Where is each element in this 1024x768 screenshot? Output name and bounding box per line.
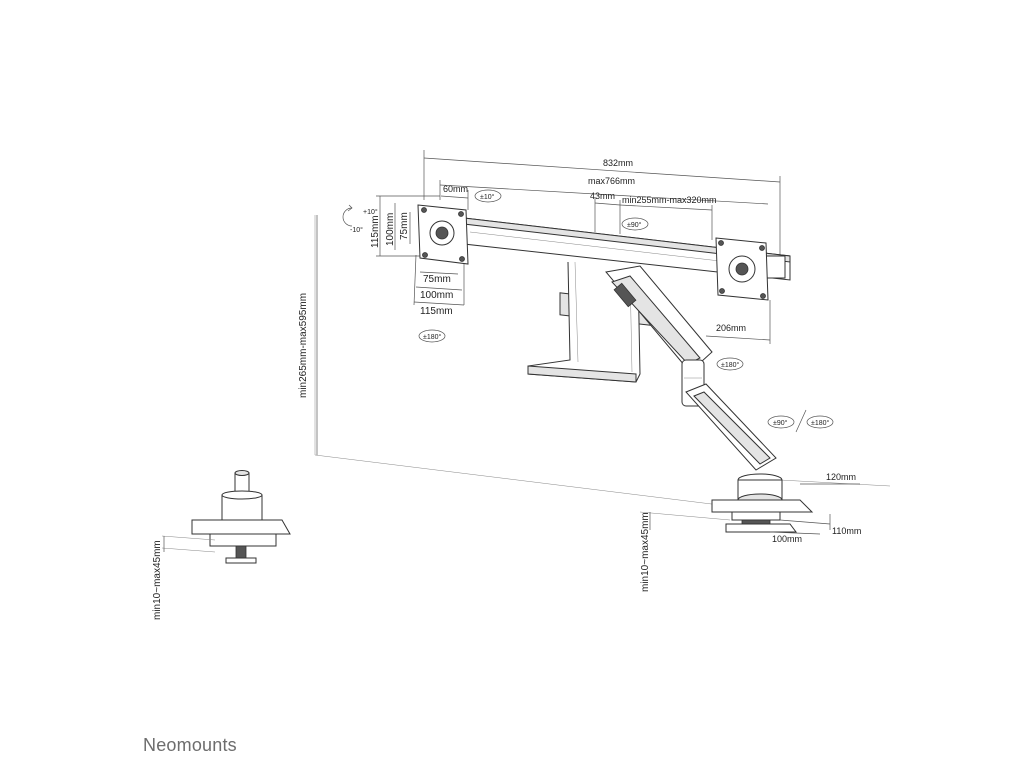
- badge-swivel-top: ±90°: [621, 217, 649, 231]
- badge-swivel-top-label: ±90°: [627, 221, 642, 229]
- dim-43-label: 43mm: [590, 191, 615, 201]
- dim-base-100-label: 100mm: [772, 534, 802, 544]
- dim-60-label: 60mm: [443, 184, 468, 194]
- clamp-detail: min10~max45mm: [152, 470, 291, 620]
- tilt-up-label: +10°: [363, 208, 378, 216]
- dim-base-120-label: 120mm: [826, 472, 856, 482]
- dimension-832: 832mm: [423, 150, 781, 260]
- dim-height-label: min265mm-max595mm: [298, 293, 309, 398]
- badge-pm10: ±10°: [474, 189, 502, 203]
- vesa-vertical-dims: 115mm 100mm 75mm: [370, 195, 440, 257]
- dim-766-label: max766mm: [588, 176, 635, 186]
- dim-arm-range-label: min255mm-max320mm: [622, 195, 717, 205]
- vesa-plate-left: [417, 204, 469, 265]
- vesa-115-vertical-label: 115mm: [370, 215, 381, 248]
- dimension-766: max766mm: [439, 176, 769, 205]
- badge-base-swivel: ±90° ±180°: [767, 409, 834, 433]
- vesa-horizontal-dims: 75mm 100mm 115mm: [413, 254, 465, 317]
- clamp-range-left-label: min10~max45mm: [152, 540, 163, 620]
- dimension-height: min265mm-max595mm: [298, 215, 318, 455]
- vesa-115-horizontal-label: 115mm: [420, 306, 453, 317]
- dimension-43: 43mm: [590, 191, 621, 234]
- badge-rotate-arm: ±180°: [716, 357, 744, 371]
- tilt-indicator: +10° -10°: [342, 204, 378, 234]
- badge-base-swivel-label: ±90°: [773, 419, 788, 427]
- upper-arm: [605, 265, 713, 373]
- dim-base-110-label: 110mm: [832, 526, 861, 536]
- clamp-range-center-label: min10~max45mm: [640, 512, 651, 592]
- vesa-100-horizontal-label: 100mm: [420, 290, 453, 301]
- vesa-75-horizontal-label: 75mm: [423, 274, 451, 285]
- badge-rotate-left-label: ±180°: [423, 333, 442, 341]
- badge-base-rotate-label: ±180°: [811, 419, 830, 427]
- badge-rotate-arm-label: ±180°: [721, 361, 740, 369]
- dimension-206: 206mm: [705, 300, 771, 344]
- brand-logo-text: Neomounts: [143, 735, 237, 755]
- tilt-down-label: -10°: [350, 226, 363, 234]
- base-dimensions: 120mm 110mm 100mm: [769, 472, 861, 544]
- badge-rotate-left: ±180°: [418, 329, 446, 343]
- vesa-plate-right: [715, 237, 769, 301]
- badge-pm10-label: ±10°: [480, 193, 495, 201]
- dim-206-label: 206mm: [716, 323, 746, 333]
- desk-base: [711, 473, 814, 533]
- desk-surface-lines: [314, 215, 891, 521]
- clamp-range-center: min10~max45mm: [640, 512, 651, 592]
- vesa-75-vertical-label: 75mm: [399, 212, 410, 240]
- forearm: [685, 383, 777, 471]
- dimension-60: 60mm: [440, 184, 469, 210]
- dimension-arm-range: min255mm-max320mm: [619, 195, 717, 240]
- handle: [527, 261, 641, 383]
- vesa-100-vertical-label: 100mm: [385, 213, 396, 246]
- dim-832-label: 832mm: [603, 158, 633, 168]
